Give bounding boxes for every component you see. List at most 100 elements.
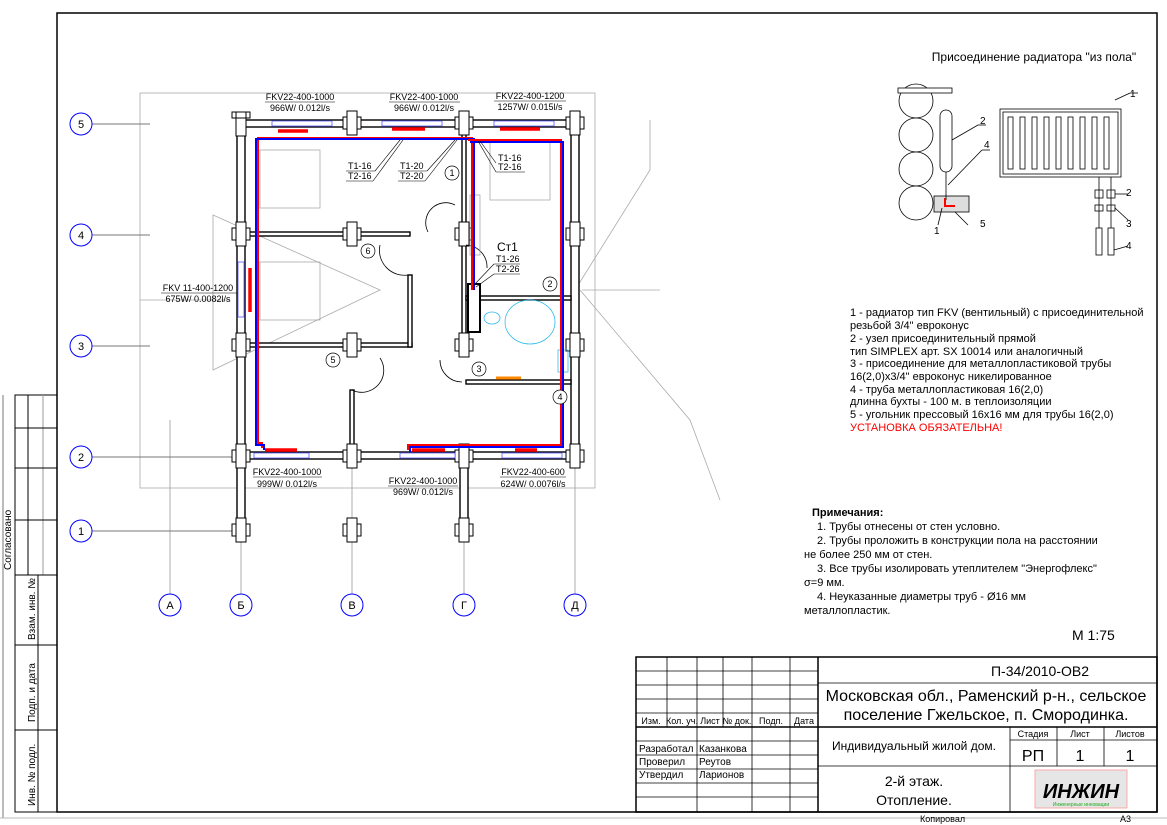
svg-text:Разработал: Разработал: [639, 743, 694, 755]
svg-text:FKV22-400-600: FKV22-400-600: [501, 467, 565, 477]
room-markers: [325, 165, 568, 405]
svg-text:2-й этаж.: 2-й этаж.: [885, 773, 943, 789]
svg-text:Т2-16: Т2-16: [348, 171, 372, 181]
svg-text:Т2-26: Т2-26: [496, 264, 520, 274]
sheet-format: A3: [1120, 814, 1131, 824]
legend-warning: УСТАНОВКА ОБЯЗАТЕЛЬНА!: [850, 422, 1002, 434]
svg-text:№ док.: № док.: [723, 716, 752, 726]
svg-text:Б: Б: [237, 600, 244, 612]
svg-text:Д: Д: [571, 600, 579, 612]
svg-text:5: 5: [78, 119, 84, 131]
svg-text:2. Трубы проложить в конструкц: 2. Трубы проложить в конструкции пола на…: [817, 535, 1098, 547]
svg-text:6: 6: [365, 246, 370, 256]
svg-text:Лист: Лист: [700, 716, 720, 726]
svg-text:FKV22-400-1200: FKV22-400-1200: [496, 91, 565, 101]
svg-text:Т2-16: Т2-16: [498, 162, 522, 172]
svg-text:Т1-16: Т1-16: [348, 161, 372, 171]
riser-label: Ст1: [497, 240, 518, 254]
svg-text:1. Трубы отнесены от стен усло: 1. Трубы отнесены от стен условно.: [817, 521, 1000, 533]
axis-columns: А Б В Г Д: [158, 593, 587, 617]
svg-text:4 - труба металлопластиковая 1: 4 - труба металлопластиковая 16(2,0): [850, 384, 1043, 396]
svg-text:969W/ 0.012l/s: 969W/ 0.012l/s: [393, 487, 454, 497]
svg-text:Т1-26: Т1-26: [496, 254, 520, 264]
inv-orig-label: Инв. № подл.: [27, 744, 38, 806]
riser-shaft: [467, 283, 481, 333]
svg-text:1: 1: [449, 168, 454, 178]
site-outline: [139, 92, 721, 594]
svg-text:16(2,0)х3/4" евроконус никелир: 16(2,0)х3/4" евроконус никелированное: [850, 371, 1052, 383]
svg-text:1: 1: [1126, 748, 1135, 765]
svg-text:В: В: [348, 600, 355, 612]
svg-text:4: 4: [984, 140, 990, 151]
svg-text:5: 5: [980, 219, 986, 230]
svg-text:2: 2: [547, 279, 552, 289]
svg-text:3: 3: [78, 341, 84, 353]
svg-text:2: 2: [1126, 188, 1132, 199]
svg-text:ИНЖИН: ИНЖИН: [1043, 781, 1120, 803]
legend: 1 - радиатор тип FKV (вентильный) с прис…: [850, 307, 1144, 434]
svg-text:σ=9 мм.: σ=9 мм.: [804, 577, 845, 589]
svg-text:Реутов: Реутов: [699, 757, 731, 768]
side-stamp: Согласовано Взам. инв. № Подп. и дата Ин…: [3, 394, 58, 813]
svg-text:3: 3: [476, 364, 481, 374]
svg-text:Ларионов: Ларионов: [699, 770, 744, 781]
svg-text:Подп.: Подп.: [759, 716, 783, 726]
inv-replace-label: Взам. инв. №: [27, 578, 38, 640]
svg-text:Т2-20: Т2-20: [400, 171, 424, 181]
svg-text:Т1-16: Т1-16: [498, 153, 522, 163]
svg-text:FKV22-400-1000: FKV22-400-1000: [253, 467, 322, 477]
svg-text:3 - присоединение для металлоп: 3 - присоединение для металлопластиковой…: [850, 358, 1111, 370]
svg-text:металлопластик.: металлопластик.: [804, 605, 890, 617]
svg-text:FKV 11-400-1200: FKV 11-400-1200: [163, 283, 233, 293]
svg-text:2 - узел присоединительный пря: 2 - узел присоединительный прямой: [850, 333, 1036, 345]
axis-col-d: Д: [563, 593, 587, 617]
svg-text:Казанкова: Казанкова: [699, 744, 747, 755]
svg-text:поселение Гжельское, п. Смород: поселение Гжельское, п. Смородинка.: [844, 707, 1129, 724]
axis-row-2: 2: [69, 445, 240, 469]
toilet: [483, 311, 501, 325]
sign-date-label: Подп. и дата: [27, 663, 38, 722]
radiator-marks: [248, 127, 540, 452]
svg-text:РП: РП: [1022, 748, 1044, 765]
svg-text:FKV22-400-1000: FKV22-400-1000: [389, 476, 458, 486]
svg-text:длинна бухты - 100 м. в теплои: длинна бухты - 100 м. в теплоизоляции: [850, 396, 1052, 408]
svg-text:4: 4: [557, 392, 562, 402]
axis-col-v: В: [340, 593, 364, 617]
svg-text:1: 1: [1076, 748, 1085, 765]
svg-text:4: 4: [78, 230, 84, 242]
svg-text:5: 5: [330, 355, 335, 365]
axis-rows: 5 4 3 2 1: [69, 112, 240, 543]
heating-pipes: [248, 127, 564, 452]
title-block: Изм. Кол. уч. Лист № док. Подп. Дата Раз…: [635, 656, 1158, 824]
svg-text:4. Неуказанные диаметры труб -: 4. Неуказанные диаметры труб - Ø16 мм: [817, 591, 1026, 603]
svg-text:3: 3: [1126, 219, 1132, 230]
axis-row-4: 4: [69, 223, 150, 247]
svg-text:Изм.: Изм.: [641, 716, 660, 726]
scale-label: М 1:75: [1072, 627, 1115, 643]
svg-text:999W/ 0.012l/s: 999W/ 0.012l/s: [257, 479, 318, 489]
svg-text:Примечания:: Примечания:: [812, 507, 883, 519]
svg-text:Инженерные инновации: Инженерные инновации: [1053, 802, 1109, 808]
svg-text:3. Все трубы изолировать утепл: 3. Все трубы изолировать утеплителем "Эн…: [817, 563, 1097, 575]
svg-text:Московская обл., Раменский р-н: Московская обл., Раменский р-н., сельско…: [826, 688, 1147, 705]
axis-col-g: Г: [452, 593, 476, 617]
svg-text:резьбой 3/4" евроконус: резьбой 3/4" евроконус: [850, 320, 969, 332]
svg-text:1: 1: [934, 226, 940, 237]
svg-text:1 - радиатор тип FKV (вентильн: 1 - радиатор тип FKV (вентильный) с прис…: [850, 307, 1144, 319]
svg-text:4: 4: [1126, 241, 1132, 252]
svg-text:1: 1: [1130, 89, 1136, 100]
copied-label: Копировал: [920, 814, 965, 824]
axis-row-1: 1: [69, 519, 235, 543]
